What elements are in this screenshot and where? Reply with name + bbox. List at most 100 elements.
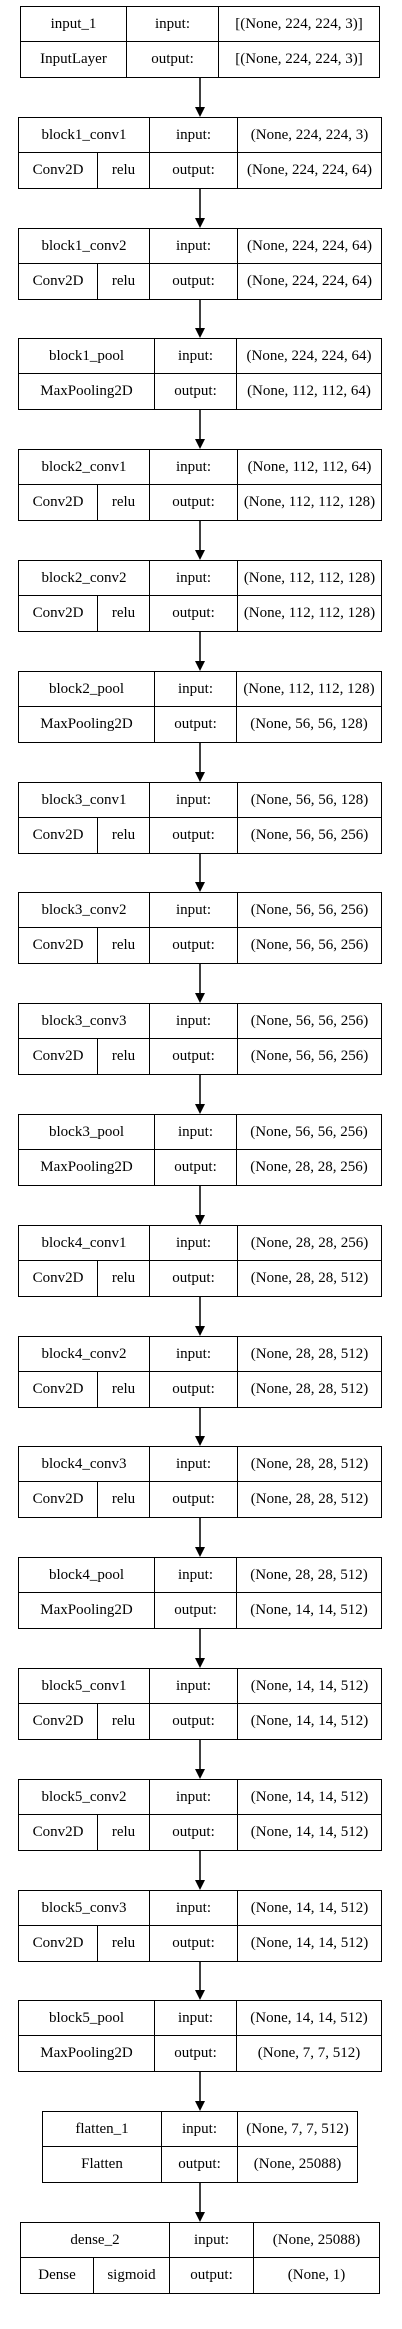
arrowhead-icon [195,1326,205,1336]
output-port-label: output: [154,2036,236,2071]
layer-type: Conv2D [32,273,84,289]
connection-arrow [195,964,205,1003]
arrowhead-icon [195,2212,205,2222]
layer-activation: relu [97,928,149,963]
connection-arrow [195,300,205,338]
connection-arrow [195,1075,205,1114]
layer-name: block4_pool [49,1566,124,1583]
layer-name: block4_conv1 [41,1234,127,1251]
connection-arrow [195,1186,205,1225]
arrowhead-icon [195,1990,205,2000]
layer-activation: relu [97,1926,149,1961]
input-shape: (None, 14, 14, 512) [237,1669,381,1703]
input-shape: (None, 28, 28, 256) [237,1226,381,1260]
layer-name: block3_conv1 [41,791,127,808]
output-shape: (None, 224, 224, 64) [237,153,381,188]
layer-type: Conv2D [32,1381,84,1397]
layer-activation: relu [97,1039,149,1074]
connection-arrow [195,410,205,449]
connection-arrow [195,743,205,782]
connection-arrow [195,854,205,892]
input-shape: (None, 7, 7, 512) [237,2112,357,2146]
output-shape: (None, 14, 14, 512) [237,1815,381,1850]
output-shape: [(None, 224, 224, 3)] [218,42,379,77]
output-shape: (None, 14, 14, 512) [236,1593,381,1628]
connection-arrow [195,2183,205,2222]
layer-type: Conv2D [32,494,84,510]
input-shape: (None, 14, 14, 512) [237,1891,381,1925]
layer-activation: relu [97,1704,149,1739]
input-port-label: input: [149,561,237,595]
connection-arrow [195,1962,205,2000]
arrowhead-icon [195,1436,205,1446]
connection-arrow [195,1518,205,1557]
input-shape: (None, 112, 112, 128) [237,561,381,595]
layer-name: block3_conv2 [41,901,127,918]
output-shape: (None, 56, 56, 256) [237,928,381,963]
layer-type: Conv2D [32,1935,84,1951]
input-port-label: input: [154,1115,236,1149]
arrowhead-icon [195,107,205,117]
arrowhead-icon [195,439,205,449]
input-port-label: input: [154,339,236,373]
input-port-label: input: [149,450,237,484]
output-shape: (None, 14, 14, 512) [237,1704,381,1739]
input-port-label: input: [149,1004,237,1038]
layer-type: MaxPooling2D [40,383,133,399]
layer-activation: relu [97,818,149,853]
layer-name: block1_pool [49,347,124,364]
output-port-label: output: [149,485,237,520]
output-shape: (None, 28, 28, 256) [236,1150,381,1185]
layer-name: block2_conv2 [41,569,127,586]
input-shape: (None, 56, 56, 256) [236,1115,381,1149]
layer-type: Conv2D [32,1713,84,1729]
layer-type: MaxPooling2D [40,716,133,732]
output-shape: (None, 28, 28, 512) [237,1372,381,1407]
layer-name: block4_conv3 [41,1455,127,1472]
connection-arrow [195,1408,205,1446]
input-shape: (None, 112, 112, 64) [237,450,381,484]
output-port-label: output: [161,2147,237,2182]
connection-arrow [195,1629,205,1668]
arrowhead-icon [195,1769,205,1779]
output-port-label: output: [149,1704,237,1739]
output-port-label: output: [149,928,237,963]
layer-type: Dense [38,2267,76,2283]
output-shape: (None, 56, 56, 256) [237,818,381,853]
layer-type: Conv2D [32,605,84,621]
input-port-label: input: [149,1669,237,1703]
output-shape: (None, 28, 28, 512) [237,1261,381,1296]
output-shape: (None, 56, 56, 256) [237,1039,381,1074]
layer-type: MaxPooling2D [40,2045,133,2061]
layer-activation: relu [97,485,149,520]
output-shape: (None, 14, 14, 512) [237,1926,381,1961]
output-port-label: output: [154,1593,236,1628]
layer-activation: relu [97,1815,149,1850]
layer-type: InputLayer [40,51,107,67]
